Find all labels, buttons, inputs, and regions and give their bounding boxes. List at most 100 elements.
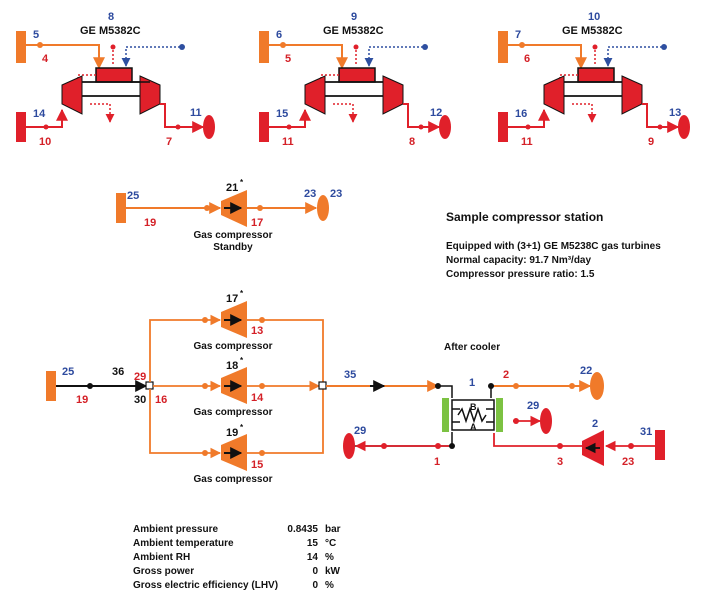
air-sink-29 (343, 433, 355, 459)
branch-bottom-out-node (259, 450, 265, 456)
ambient-temperature-value: 15 (307, 538, 319, 549)
fuel-valve-node (110, 44, 116, 50)
branch-top-outlet (247, 319, 324, 382)
standby-source (116, 193, 126, 223)
side-sink (540, 408, 552, 434)
after-cooler-title: After cooler (444, 342, 500, 353)
compressor (543, 75, 565, 115)
gas-turbine-2: 6 5 9 GE M5382C 15 11 8 12 (259, 11, 451, 148)
shaft (325, 81, 383, 97)
compressor-19-label: Gas compressor (194, 474, 273, 485)
gross-efficiency-label: Gross electric efficiency (LHV) (133, 580, 278, 591)
air-sink-29-label: 29 (354, 425, 366, 437)
compressor (61, 75, 83, 115)
ambient-pressure-unit: bar (325, 524, 341, 535)
ambient-temperature-unit: °C (325, 538, 336, 549)
cooler-left-plate (442, 398, 449, 432)
fan-inlet-node (628, 443, 634, 449)
air-node (286, 124, 292, 130)
compressor-18-mark: * (240, 356, 244, 365)
standby-compressor-train: 25 19 21 * 17 23 23 Gas compressor Stand… (116, 178, 342, 253)
cooling-air-line (90, 103, 115, 123)
main-source-out-label: 19 (76, 394, 88, 406)
gross-power-value: 0 (312, 566, 318, 577)
branch-middle-node (202, 383, 208, 389)
turbine-unit-label: 8 (108, 11, 114, 23)
fuel-node (519, 42, 525, 48)
after-cooler: After cooler 1 B A 2 22 29 31 23 2 3 (343, 342, 665, 468)
standby-inlet-label: 19 (144, 217, 156, 229)
mixer (318, 381, 327, 390)
station-title: Sample compressor station (446, 210, 603, 224)
main-source-label: 25 (62, 366, 74, 378)
turbine (621, 75, 643, 115)
fuel-source-label: 7 (515, 29, 521, 41)
ambient-conditions: Ambient pressure 0.8435 bar Ambient temp… (133, 524, 341, 591)
splitter (145, 381, 154, 390)
station-capacity: Normal capacity: 91.7 Nm³/day (446, 255, 591, 266)
water-injection-line (603, 46, 662, 67)
cooler-air-dot-2 (381, 443, 387, 449)
cooler-side-b-label: B (470, 402, 477, 412)
ambient-rh-value: 14 (307, 552, 319, 563)
fan-inlet-label: 23 (622, 456, 634, 468)
turbine-unit-label: 10 (588, 11, 600, 23)
exhaust-line-label: 8 (409, 136, 415, 148)
cooler-air-outlet-node (449, 443, 455, 449)
standby-compressor-label: Gas compressor (194, 230, 273, 241)
water-source-node (422, 44, 428, 50)
turbine (382, 75, 404, 115)
cooler-side-a-label: A (470, 422, 477, 432)
compressor-18-label: Gas compressor (194, 407, 273, 418)
exhaust-line-label: 9 (648, 136, 654, 148)
cooler-air-out-label: 1 (434, 456, 440, 468)
exhaust-sink (203, 115, 215, 139)
air-bleed-line (320, 74, 339, 82)
air-line-label: 11 (521, 136, 533, 148)
air-bleed-line (77, 74, 96, 82)
main-compressor-train: 25 19 36 29 30 16 17 * 18 * 19 * 13 14 1… (46, 289, 441, 485)
gross-efficiency-unit: % (325, 580, 334, 591)
fuel-source (259, 31, 269, 63)
fuel-node (37, 42, 43, 48)
air-line (508, 108, 550, 128)
branch-top-inlet (149, 314, 222, 382)
fuel-line (269, 44, 348, 70)
air-line-label: 11 (282, 136, 294, 148)
gas-turbine-3: 7 6 10 GE M5382C 16 11 9 13 (498, 11, 690, 148)
main-source (46, 371, 56, 401)
cooler-shell (451, 399, 495, 431)
exhaust-sink-label: 12 (430, 107, 442, 119)
air-node (43, 124, 49, 130)
cooler-gas-inlet (440, 385, 453, 398)
fan-outlet-node (557, 443, 563, 449)
compressor-17-mark: * (240, 289, 244, 298)
air-source-label: 14 (33, 108, 46, 120)
turbine-unit-label: 9 (351, 11, 357, 23)
turbine-model-label: GE M5382C (562, 25, 623, 37)
exhaust-sink-label: 13 (669, 107, 681, 119)
air-line (26, 108, 68, 128)
compressor-18-out-label: 14 (251, 392, 264, 404)
air-source-31-label: 31 (640, 426, 652, 438)
gas-sink-22-label: 22 (580, 365, 592, 377)
turbine-model-label: GE M5382C (323, 25, 384, 37)
splitter-bottom-left-label: 30 (134, 394, 146, 406)
cooling-air-line (572, 103, 597, 123)
exhaust-sink-label: 11 (190, 107, 202, 119)
cooler-gas-outlet-stub (490, 385, 590, 398)
fuel-line (26, 44, 105, 70)
water-source-node (661, 44, 667, 50)
header-label: 35 (344, 369, 356, 381)
water-injection-line (121, 46, 180, 67)
fuel-valve-node (592, 44, 598, 50)
standby-compressor-sublabel: Standby (213, 242, 253, 253)
cooler-outlet-node (488, 383, 494, 389)
gas-sink-22 (590, 372, 604, 400)
air-source-31 (655, 430, 665, 460)
splitter-top-label: 29 (134, 371, 146, 383)
air-source-label: 15 (276, 108, 288, 120)
main-inlet-node (87, 383, 93, 389)
compressor-17-out-label: 13 (251, 325, 263, 337)
